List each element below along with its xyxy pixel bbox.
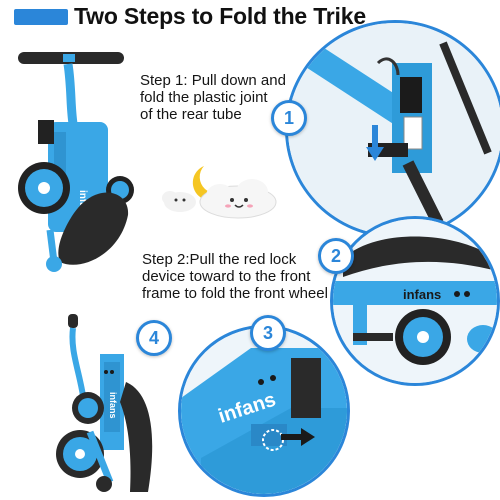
arrow-down-icon — [366, 125, 384, 161]
step1-line-2: fold the plastic joint — [140, 89, 268, 106]
header-accent-bar — [14, 9, 68, 25]
page-title: Two Steps to Fold the Trike — [74, 3, 366, 29]
sun-cloud-icon — [158, 158, 286, 224]
step2-badge: 2 — [318, 238, 354, 274]
step1-badge: 1 — [271, 100, 307, 136]
step2-line-2: device toward to the front — [142, 268, 311, 285]
step1-closeup-photo — [285, 20, 500, 238]
step2-instructions: Step 2:Pull the red lock device toward t… — [142, 251, 328, 302]
folded-trike-photo: infans — [10, 40, 135, 280]
partially-folded-trike-photo: infans — [40, 312, 170, 497]
step3-closeup-photo: infans — [178, 325, 350, 497]
step2-closeup-photo: infans — [330, 216, 500, 386]
step2-line-1: Step 2:Pull the red lock — [142, 251, 297, 268]
step3-badge: 3 — [250, 315, 286, 351]
step4-badge: 4 — [136, 320, 172, 356]
step2-brand-label: infans — [403, 287, 441, 302]
partial-trike-brand-label: infans — [108, 392, 118, 419]
step1-instructions: Step 1: Pull down and fold the plastic j… — [140, 72, 286, 123]
step1-line-1: Step 1: Pull down and — [140, 72, 286, 89]
step1-line-3: of the rear tube — [140, 106, 242, 123]
arrow-right-icon — [281, 428, 315, 446]
step2-line-3: frame to fold the front wheel — [142, 285, 328, 302]
